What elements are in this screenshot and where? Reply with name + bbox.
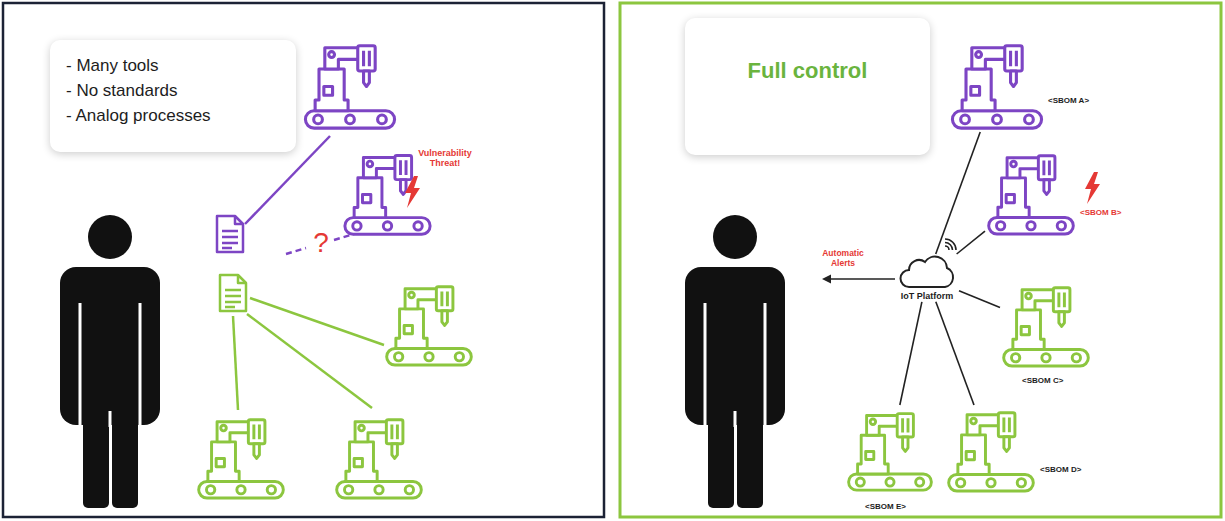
robot-figure — [952, 46, 1041, 128]
lightning-bolt — [1085, 172, 1100, 204]
sbom-label: <SBOM E> — [865, 502, 906, 512]
robot-arm — [845, 405, 935, 497]
box-text: - Many tools — [66, 54, 159, 79]
dashed-link — [286, 248, 306, 254]
robot-arm — [1000, 280, 1092, 372]
robot-node: <SBOM C> — [1000, 280, 1092, 372]
connector-line — [957, 231, 985, 254]
document-link — [247, 314, 372, 408]
connector-line — [959, 291, 1000, 308]
robot-arm — [948, 40, 1046, 132]
sbom-label: <SBOM C> — [1022, 376, 1063, 386]
cloud-shape — [895, 254, 959, 290]
robot-arm — [305, 46, 394, 128]
robot-arm — [985, 150, 1077, 238]
lightning-bolt — [405, 176, 420, 208]
wifi-symbol — [945, 239, 956, 250]
right-panel — [620, 3, 1221, 517]
robot-node: <SBOM B> — [985, 150, 1077, 238]
robot-figure — [989, 156, 1074, 234]
connector-line — [900, 302, 922, 405]
person-silhouette — [685, 215, 785, 508]
warning-label: Vulnerability Threat! — [414, 148, 476, 169]
document-icon — [217, 216, 243, 252]
robot-node: <SBOM A> — [948, 40, 1046, 132]
robot-figure — [949, 413, 1034, 491]
robot-node: <SBOM D> — [945, 405, 1037, 497]
document-icon — [220, 275, 246, 311]
robot-arm — [945, 405, 1037, 497]
title-box: Full control — [685, 18, 930, 155]
sbom-label: <SBOM D> — [1040, 465, 1081, 475]
cloud-platform: IoT Platform — [895, 254, 959, 302]
robot-node: <SBOM E> — [845, 405, 935, 497]
alert-arrow — [822, 275, 895, 284]
note-box: - Many tools- No standards- Analog proce… — [50, 40, 296, 152]
robot-figure — [849, 414, 932, 491]
left-panel — [3, 3, 604, 517]
robot-figure — [1004, 288, 1089, 366]
robot-arm — [387, 287, 472, 365]
box-text: Full control — [748, 58, 868, 84]
sbom-label: <SBOM B> — [1080, 208, 1121, 218]
robot-arm — [199, 420, 284, 498]
person-silhouette — [60, 215, 160, 508]
platform-label: IoT Platform — [901, 291, 954, 302]
sbom-label: <SBOM A> — [1048, 96, 1089, 106]
cloud-outline — [901, 257, 954, 287]
connector-line — [936, 302, 974, 405]
connector-line — [936, 132, 981, 254]
box-text: - No standards — [66, 79, 178, 104]
alert-label: Automatic Alerts — [816, 249, 870, 269]
question-mark: ? — [310, 227, 332, 259]
robot-arm — [337, 420, 422, 498]
box-text: - Analog processes — [66, 104, 211, 129]
document-link — [250, 298, 384, 345]
document-link — [233, 316, 238, 410]
